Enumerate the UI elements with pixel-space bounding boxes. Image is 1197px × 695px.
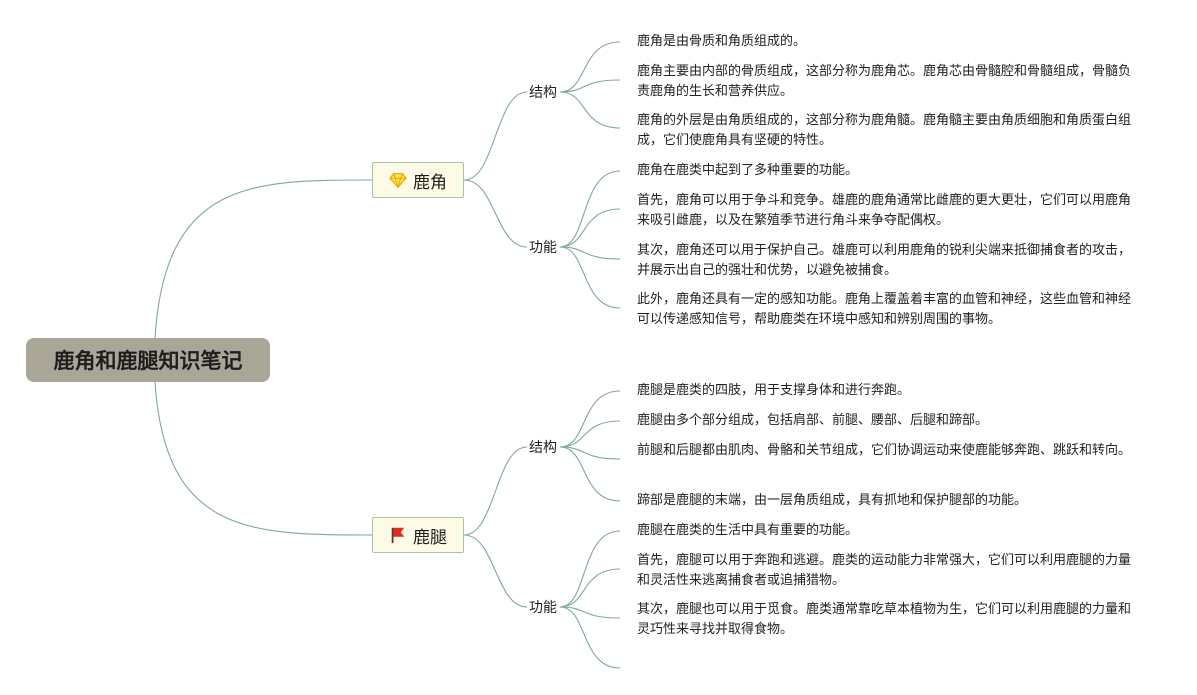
leaf-note[interactable]: 鹿角的外层是由角质组成的，这部分称为鹿角髓。鹿角髓主要由角质细胞和角质蛋白组成，… [637, 113, 1132, 148]
leaf-note[interactable]: 其次，鹿角还可以用于保护自己。雄鹿可以利用鹿角的锐利尖端来抵御捕食者的攻击，并展… [637, 243, 1132, 278]
connector-subtopic-to-leaf [559, 208, 621, 248]
connector-root-to-topic [154, 179, 373, 339]
leaf-note[interactable]: 其次，鹿腿也可以用于觅食。鹿类通常靠吃草本植物为生，它们可以利用鹿腿的力量和灵巧… [637, 602, 1132, 637]
leaf-note[interactable]: 首先，鹿角可以用于争斗和竞争。雄鹿的鹿角通常比雌鹿的更大更壮，它们可以用鹿角来吸… [637, 193, 1132, 228]
connector-subtopic-to-leaf [559, 606, 621, 619]
connector-subtopic-to-leaf [559, 606, 621, 669]
connector-topic-to-subtopic [463, 179, 528, 248]
subtopic-leg-structure[interactable]: 结构 [529, 440, 557, 456]
connector-subtopic-to-leaf [559, 568, 621, 608]
leaf-note[interactable]: 鹿角在鹿类中起到了多种重要的功能。 [637, 163, 859, 178]
leaf-note[interactable]: 鹿腿由多个部分组成，包括肩部、前腿、腰部、后腿和蹄部。 [637, 413, 989, 428]
subtopic-antler-function[interactable]: 功能 [529, 240, 557, 256]
connector-subtopic-to-leaf [559, 91, 621, 129]
connector-subtopic-to-leaf [559, 446, 621, 502]
connector-subtopic-to-leaf [559, 246, 621, 260]
topic-leg[interactable]: 鹿腿 [372, 517, 464, 553]
connector-subtopic-to-leaf [559, 390, 621, 448]
connector-topic-to-subtopic [463, 91, 528, 181]
root-title: 鹿角和鹿腿知识笔记 [53, 349, 243, 373]
leaf-note[interactable]: 蹄部是鹿腿的末端，由一层角质组成，具有抓地和保护腿部的功能。 [637, 493, 1028, 508]
leaf-note[interactable]: 鹿角主要由内部的骨质组成，这部分称为鹿角芯。鹿角芯由骨髓腔和骨髓组成，骨髓负责鹿… [637, 64, 1132, 99]
topic-antler[interactable]: 鹿角 [372, 162, 464, 198]
connector-subtopic-to-leaf [559, 79, 621, 93]
connector-topic-to-subtopic [463, 534, 528, 608]
connector-root-to-topic [154, 381, 373, 536]
leaf-note[interactable]: 鹿腿是鹿类的四肢，用于支撑身体和进行奔跑。 [637, 383, 911, 398]
diamond-icon [389, 171, 407, 189]
connector-subtopic-to-leaf [559, 530, 621, 608]
connector-topic-to-subtopic [463, 446, 528, 536]
connector-subtopic-to-leaf [559, 246, 621, 309]
topic-label: 鹿腿 [413, 527, 447, 548]
topic-label: 鹿角 [413, 172, 447, 193]
subtopic-antler-structure[interactable]: 结构 [529, 85, 557, 101]
leaf-note[interactable]: 首先，鹿腿可以用于奔跑和逃避。鹿类的运动能力非常强大，它们可以利用鹿腿的力量和灵… [637, 553, 1132, 588]
red-flag-icon [389, 526, 407, 544]
subtopic-leg-function[interactable]: 功能 [529, 600, 557, 616]
leaf-note[interactable]: 鹿角是由骨质和角质组成的。 [637, 34, 807, 49]
leaf-note[interactable]: 鹿腿在鹿类的生活中具有重要的功能。 [637, 523, 859, 538]
connector-subtopic-to-leaf [559, 41, 621, 93]
connector-subtopic-to-leaf [559, 420, 621, 448]
leaf-note[interactable]: 前腿和后腿都由肌肉、骨骼和关节组成，它们协调运动来使鹿能够奔跑、跳跃和转向。 [637, 443, 1132, 458]
root-node[interactable]: 鹿角和鹿腿知识笔记 [26, 338, 270, 382]
connector-subtopic-to-leaf [559, 170, 621, 248]
connector-subtopic-to-leaf [559, 446, 621, 460]
leaf-note[interactable]: 此外，鹿角还具有一定的感知功能。鹿角上覆盖着丰富的血管和神经，这些血管和神经可以… [637, 292, 1132, 327]
